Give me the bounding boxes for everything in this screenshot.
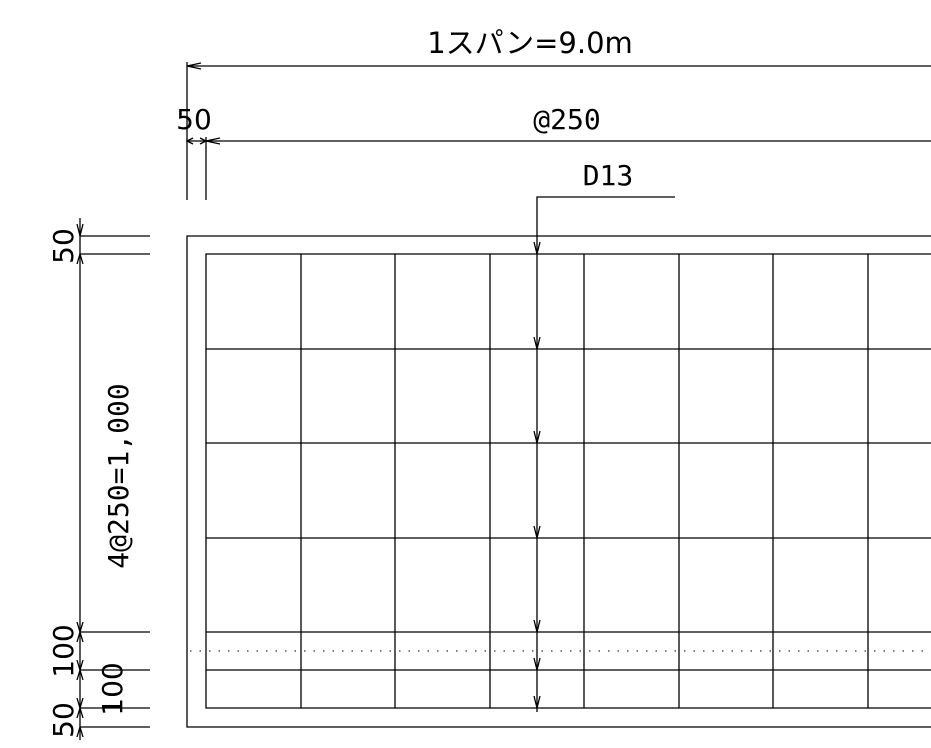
vertical-pitch-label: 4@250=1,000 xyxy=(102,383,135,568)
vdim-arrow-mid-4 xyxy=(76,667,84,681)
vdim-arrow-bottom xyxy=(76,724,84,738)
d13-arrow-row-4 xyxy=(533,619,541,633)
edge-50-horizontal-label: 50 xyxy=(176,103,212,136)
d13-arrow-row-5 xyxy=(533,657,541,671)
bar-size-label: D13 xyxy=(583,159,634,192)
pitch-arrowhead xyxy=(205,137,221,145)
vdim-arrow-top-2 xyxy=(76,251,84,265)
top-edge-50-label: 50 xyxy=(47,228,80,264)
bottom-edge-50-label: 50 xyxy=(47,702,80,738)
span-dimension-label: 1スパン=9.0m xyxy=(427,26,633,60)
d13-arrow-row-2 xyxy=(533,430,541,444)
rebar-grid-outline xyxy=(205,253,931,709)
d13-arrow-row-6 xyxy=(533,695,541,709)
d13-arrow-row-1 xyxy=(533,336,541,350)
lower-100-label-b: 100 xyxy=(96,662,129,715)
vdim-arrow-mid-6 xyxy=(76,705,84,719)
edge-arrowhead-right xyxy=(185,137,194,145)
d13-arrow-row-3 xyxy=(533,525,541,539)
d13-leader-line xyxy=(536,196,675,252)
vdim-arrow-top-1 xyxy=(76,223,84,237)
pitch-250-label: @250 xyxy=(533,103,600,136)
vdim-arrow-mid-2 xyxy=(76,629,84,643)
lower-100-label-a: 100 xyxy=(47,624,80,677)
slab-outline xyxy=(186,235,931,728)
